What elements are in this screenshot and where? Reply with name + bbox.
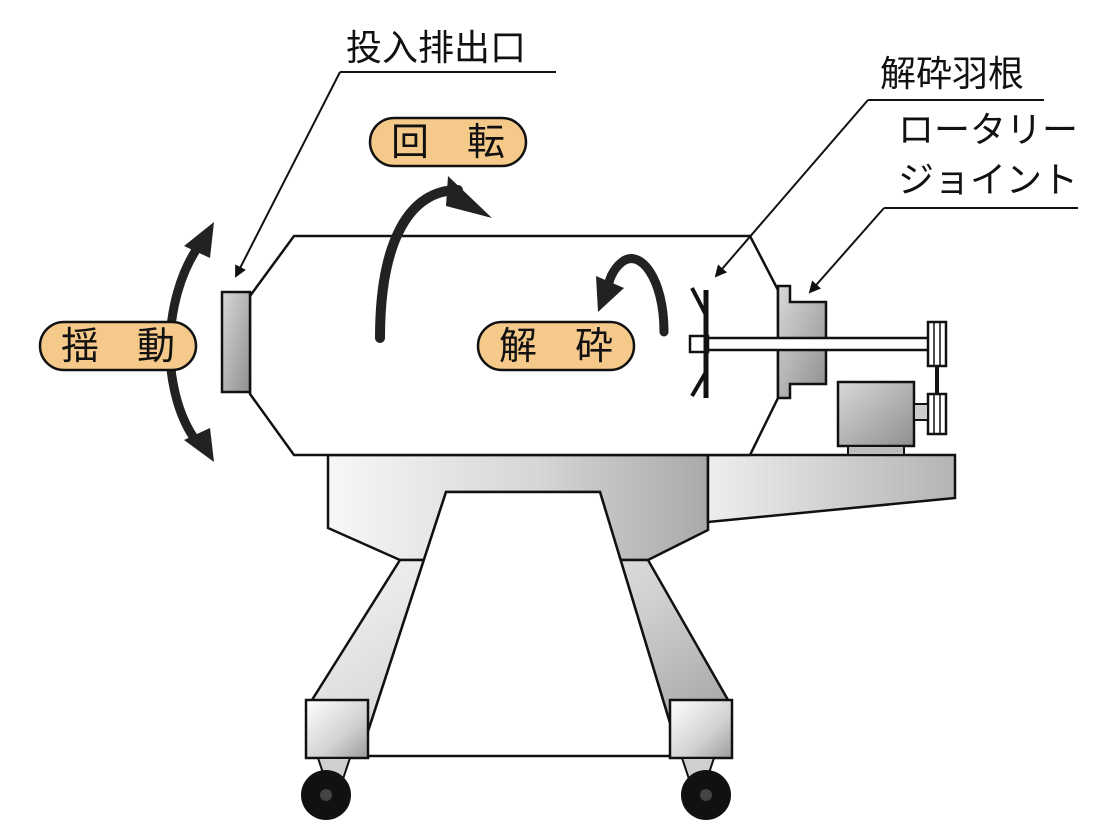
inlet-outlet-flange	[220, 290, 252, 394]
rotation-pill: 回 転	[368, 116, 528, 168]
motor-shelf	[706, 453, 957, 524]
rocking-pill-bg	[38, 320, 198, 372]
rotary-joint-label-line2: ジョイント	[898, 160, 1078, 201]
drive-assembly	[688, 284, 948, 456]
right-foot	[668, 698, 734, 760]
motor-base	[847, 445, 905, 456]
crushing-arrowhead-icon	[596, 276, 624, 312]
stand	[301, 453, 957, 820]
rotation-pill-bg	[368, 116, 528, 168]
rotary-joint-leader	[808, 207, 885, 294]
motor-shaft-coupling	[913, 403, 929, 421]
crushing-blade-upper	[690, 287, 708, 316]
rocking-label: 揺 動	[61, 324, 175, 368]
lower-pulley	[926, 392, 948, 436]
motion-arrows	[165, 176, 669, 462]
crushing-blade-label: 解砕羽根	[880, 54, 1024, 95]
crushing-pill-bg	[476, 320, 636, 372]
left-wheel-hub	[320, 789, 332, 801]
rotation-label: 回 転	[391, 120, 505, 164]
shaft	[698, 336, 932, 352]
rocking-pill: 揺 動	[38, 320, 198, 372]
crushing-blade-leader	[714, 99, 869, 278]
rotary-joint-label-line1: ロータリー	[898, 110, 1078, 151]
callout-crushing-blade: 解砕羽根	[714, 54, 1044, 278]
inlet-outlet-label: 投入排出口	[346, 28, 526, 69]
rocking-arrowhead-bottom-icon	[184, 428, 214, 462]
callout-rotary-joint: ロータリー ジョイント	[808, 110, 1078, 294]
right-wheel-hub	[700, 789, 712, 801]
callout-inlet-outlet: 投入排出口	[235, 28, 556, 278]
crushing-pill: 解 砕	[476, 320, 636, 372]
rotation-arrowhead-icon	[446, 176, 492, 218]
rotation-arrow-icon	[375, 185, 463, 343]
rocking-arrowhead-top-icon	[184, 222, 214, 258]
inlet-outlet-leader	[235, 71, 341, 278]
motor	[836, 380, 916, 448]
upper-pulley	[926, 320, 948, 368]
crushing-label: 解 砕	[499, 324, 613, 368]
crushing-blade-lower	[690, 370, 708, 398]
crushing-arrow-icon	[603, 254, 669, 337]
left-foot	[304, 698, 370, 760]
